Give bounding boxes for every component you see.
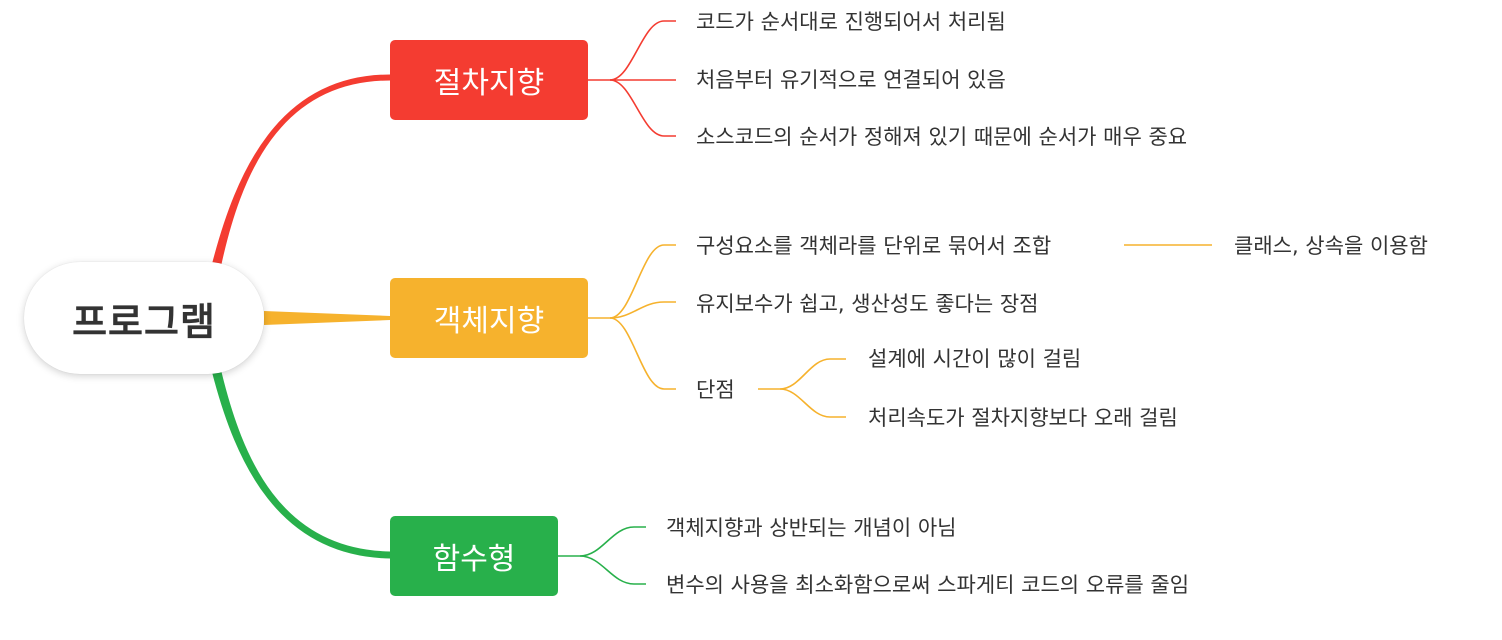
connector-obj-3-child-1 xyxy=(758,358,846,390)
leaf-object-3-child-2[interactable]: 처리속도가 절차지향보다 오래 걸림 xyxy=(868,406,1178,430)
root-topic[interactable]: 프로그램 xyxy=(24,262,264,374)
leaf-object-1[interactable]: 구성요소를 객체라를 단위로 묶어서 조합 xyxy=(696,234,1052,258)
branch-functional[interactable]: 함수형 xyxy=(390,516,558,596)
leaf-object-3[interactable]: 단점 xyxy=(696,378,735,402)
connector-func-1 xyxy=(558,526,646,557)
leaf-object-3-child-1[interactable]: 설계에 시간이 많이 걸림 xyxy=(868,347,1082,371)
connector-proc-1 xyxy=(588,20,676,81)
connector-obj-2 xyxy=(609,301,676,319)
connector-proc-3 xyxy=(609,79,676,137)
connector-root-procedural xyxy=(212,74,391,265)
connector-root-object xyxy=(264,311,390,325)
leaf-object-1-child[interactable]: 클래스, 상속을 이용함 xyxy=(1234,234,1428,258)
leaf-object-2[interactable]: 유지보수가 쉽고, 생산성도 좋다는 장점 xyxy=(696,292,1039,316)
branch-procedural[interactable]: 절차지향 xyxy=(390,40,588,120)
connector-obj-3-child-2 xyxy=(779,388,846,418)
leaf-procedural-1[interactable]: 코드가 순서대로 진행되어서 처리됨 xyxy=(696,10,1006,34)
connector-root-functional xyxy=(212,371,391,559)
connector-obj-1 xyxy=(588,244,676,319)
leaf-procedural-2[interactable]: 처음부터 유기적으로 연결되어 있음 xyxy=(696,68,1006,92)
leaf-procedural-3[interactable]: 소스코드의 순서가 정해져 있기 때문에 순서가 매우 중요 xyxy=(696,125,1188,149)
connector-obj-3 xyxy=(609,317,676,390)
leaf-functional-2[interactable]: 변수의 사용을 최소화함으로써 스파게티 코드의 오류를 줄임 xyxy=(666,573,1190,597)
branch-object-oriented[interactable]: 객체지향 xyxy=(390,278,588,358)
leaf-functional-1[interactable]: 객체지향과 상반되는 개념이 아님 xyxy=(666,516,957,540)
connector-func-2 xyxy=(579,555,646,585)
